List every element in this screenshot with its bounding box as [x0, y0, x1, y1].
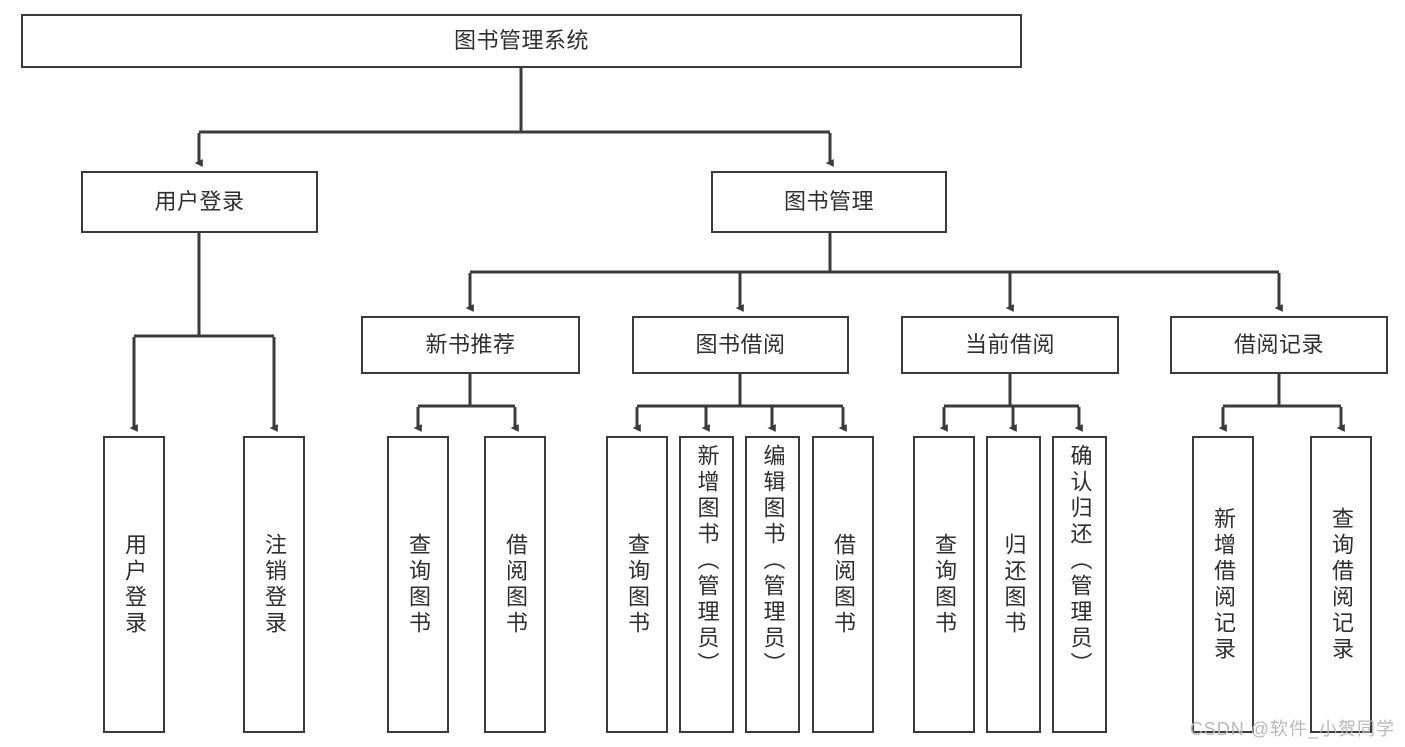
- node-leaf-query-book-current[interactable]: 查询图书: [913, 436, 975, 733]
- node-leaf-user-login-label: 用户登录: [121, 532, 147, 637]
- node-root[interactable]: 图书管理系统: [21, 14, 1022, 68]
- node-book-borrow-label: 图书借阅: [695, 332, 786, 357]
- node-current-borrow[interactable]: 当前借阅: [901, 316, 1119, 374]
- node-leaf-query-book-recommend-label: 查询图书: [405, 532, 431, 637]
- edge-user-login-to-leaves: [129, 233, 278, 432]
- node-leaf-borrow-book[interactable]: 借阅图书: [812, 436, 874, 733]
- node-root-label: 图书管理系统: [453, 28, 589, 53]
- node-leaf-borrow-book-label: 借阅图书: [830, 532, 856, 637]
- node-book-manage[interactable]: 图书管理: [711, 171, 947, 233]
- node-user-login[interactable]: 用户登录: [81, 171, 318, 233]
- csdn-watermark: CSDN @软件_小贺同学: [1189, 719, 1395, 739]
- edge-book-borrow-to-leaves: [632, 374, 847, 432]
- node-user-login-label: 用户登录: [154, 189, 245, 214]
- edge-current-borrow-to-leaves: [939, 374, 1083, 432]
- node-new-book-recommend[interactable]: 新书推荐: [361, 316, 580, 374]
- node-leaf-add-borrow-record-label: 新增借阅记录: [1210, 506, 1236, 663]
- node-book-borrow[interactable]: 图书借阅: [632, 316, 849, 374]
- node-leaf-query-borrow-record-label: 查询借阅记录: [1328, 506, 1354, 663]
- node-leaf-user-login[interactable]: 用户登录: [103, 436, 165, 733]
- node-leaf-return-book-label: 归还图书: [1001, 532, 1027, 637]
- node-leaf-borrow-book-recommend-label: 借阅图书: [502, 532, 528, 637]
- node-leaf-query-borrow-record[interactable]: 查询借阅记录: [1310, 436, 1372, 733]
- edge-book-manage-to-level2: [465, 233, 1283, 312]
- node-current-borrow-label: 当前借阅: [964, 332, 1055, 357]
- node-new-book-recommend-label: 新书推荐: [425, 332, 516, 357]
- node-leaf-user-logout-label: 注销登录: [261, 532, 287, 637]
- node-leaf-confirm-return-label: 确认归还（管理员）: [1067, 444, 1093, 678]
- node-leaf-confirm-return[interactable]: 确认归还（管理员）: [1052, 436, 1107, 733]
- node-leaf-query-book-borrow-label: 查询图书: [624, 532, 650, 637]
- node-leaf-query-book-borrow[interactable]: 查询图书: [606, 436, 668, 733]
- node-leaf-return-book[interactable]: 归还图书: [986, 436, 1041, 733]
- node-borrow-record[interactable]: 借阅记录: [1170, 316, 1388, 374]
- edge-new-book-rec-to-leaves: [413, 374, 519, 432]
- node-leaf-user-logout[interactable]: 注销登录: [243, 436, 305, 733]
- node-leaf-add-book[interactable]: 新增图书（管理员）: [679, 436, 734, 733]
- node-borrow-record-label: 借阅记录: [1233, 332, 1324, 357]
- node-leaf-borrow-book-recommend[interactable]: 借阅图书: [484, 436, 546, 733]
- node-leaf-query-book-current-label: 查询图书: [931, 532, 957, 637]
- node-leaf-edit-book[interactable]: 编辑图书（管理员）: [745, 436, 800, 733]
- node-leaf-query-book-recommend[interactable]: 查询图书: [387, 436, 449, 733]
- edge-root-to-level1: [194, 68, 834, 167]
- node-leaf-edit-book-label: 编辑图书（管理员）: [760, 444, 786, 678]
- node-book-manage-label: 图书管理: [783, 189, 874, 214]
- node-leaf-add-borrow-record[interactable]: 新增借阅记录: [1192, 436, 1254, 733]
- edge-borrow-record-to-leaves: [1218, 374, 1345, 432]
- node-leaf-add-book-label: 新增图书（管理员）: [694, 444, 720, 678]
